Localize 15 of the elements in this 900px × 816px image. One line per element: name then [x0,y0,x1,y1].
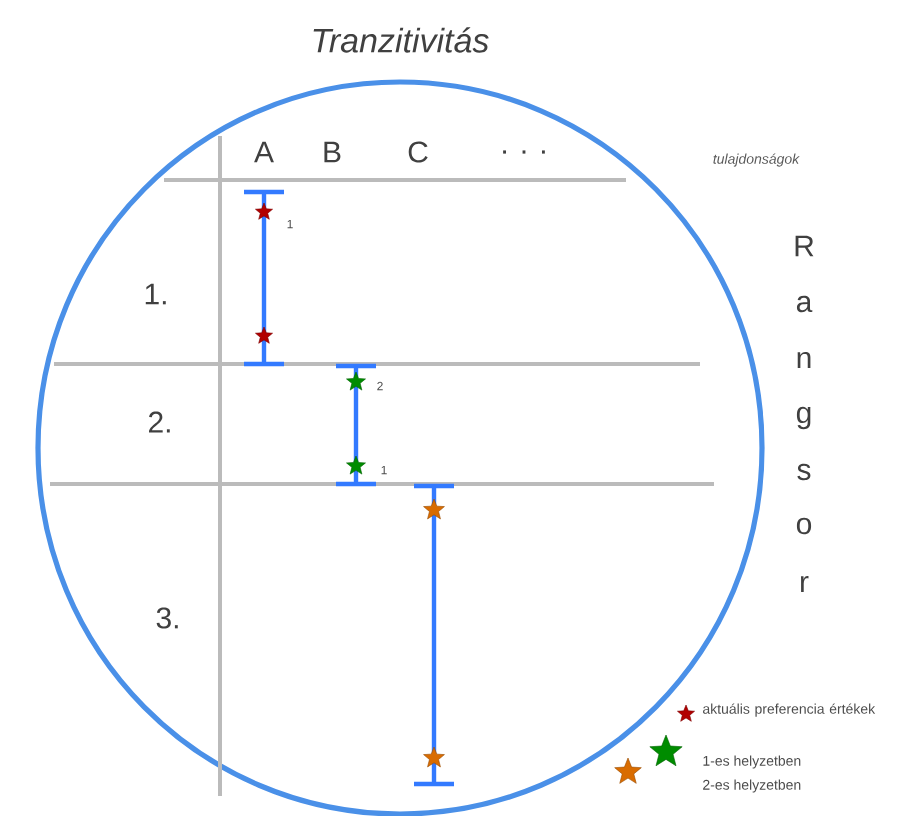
label: a [796,295,813,313]
label: o [796,517,812,535]
title: Tranzitivitás [313,27,489,53]
label: 1. [145,283,166,305]
label: s [797,463,811,481]
label: n [797,351,811,369]
label: . . . [503,150,545,154]
label: C [408,141,428,163]
label: 3. [156,607,178,629]
label: g [796,406,811,430]
label: B [324,141,341,163]
label: 2. [149,411,170,433]
label: R [795,235,814,257]
label: r [801,575,809,593]
label: A [254,141,274,163]
